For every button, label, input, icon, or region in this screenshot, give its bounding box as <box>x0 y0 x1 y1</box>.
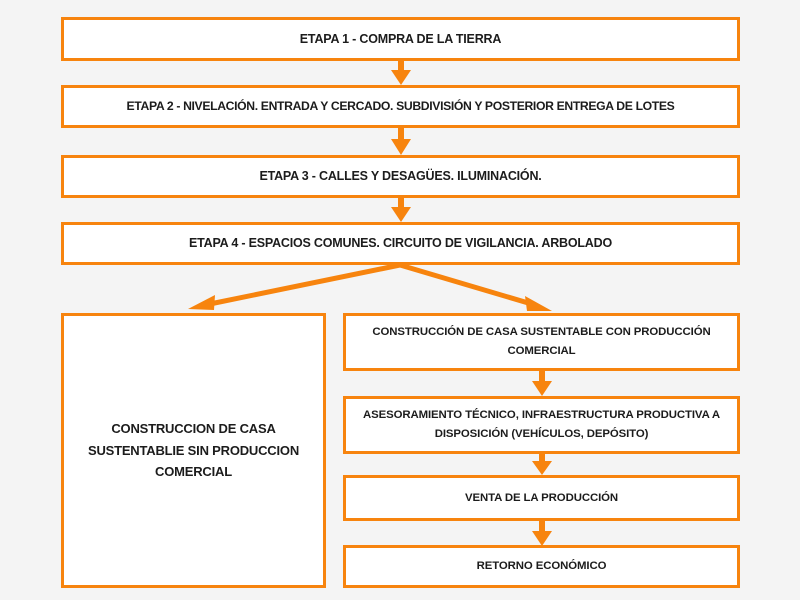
arrow-stage4-to-left-branch-icon <box>188 262 401 310</box>
arrow-right2-to-right3-icon <box>532 451 552 475</box>
right-branch-3-label: VENTA DE LA PRODUCCIÓN <box>464 491 619 504</box>
right-branch-box-1[interactable]: CONSTRUCCIÓN DE CASA SUSTENTABLE CON PRO… <box>343 313 740 371</box>
stage-3-label: ETAPA 3 - CALLES Y DESAGÜES. ILUMINACIÓN… <box>259 169 542 184</box>
right-branch-box-2[interactable]: ASESORAMIENTO TÉCNICO, INFRAESTRUCTURA P… <box>343 396 740 454</box>
right-branch-box-4[interactable]: RETORNO ECONÓMICO <box>343 545 740 588</box>
stage-box-2[interactable]: ETAPA 2 - NIVELACIÓN. ENTRADA Y CERCADO.… <box>61 85 740 128</box>
arrow-right1-to-right2-icon <box>532 368 552 396</box>
stage-1-label: ETAPA 1 - COMPRA DE LA TIERRA <box>299 31 502 46</box>
stage-2-label: ETAPA 2 - NIVELACIÓN. ENTRADA Y CERCADO.… <box>126 98 675 113</box>
arrow-stage4-to-right-branch-icon <box>399 262 552 311</box>
arrow-stage3-to-stage4-icon <box>391 195 411 222</box>
arrow-stage1-to-stage2-icon <box>391 58 411 85</box>
left-branch-box[interactable]: CONSTRUCCION DE CASA SUSTENTABLIE SIN PR… <box>61 313 326 588</box>
right-branch-2-label: ASESORAMIENTO TÉCNICO, INFRAESTRUCTURA P… <box>362 408 721 440</box>
right-branch-1-label: CONSTRUCCIÓN DE CASA SUSTENTABLE CON PRO… <box>372 325 711 357</box>
stage-box-4[interactable]: ETAPA 4 - ESPACIOS COMUNES. CIRCUITO DE … <box>61 222 740 265</box>
stage-box-3[interactable]: ETAPA 3 - CALLES Y DESAGÜES. ILUMINACIÓN… <box>61 155 740 198</box>
left-branch-label: CONSTRUCCION DE CASA SUSTENTABLIE SIN PR… <box>87 421 300 480</box>
right-branch-4-label: RETORNO ECONÓMICO <box>476 560 607 573</box>
branch-arrows-group <box>188 262 552 311</box>
arrow-stage2-to-stage3-icon <box>391 125 411 155</box>
stage-box-1[interactable]: ETAPA 1 - COMPRA DE LA TIERRA <box>61 17 740 61</box>
stage-4-label: ETAPA 4 - ESPACIOS COMUNES. CIRCUITO DE … <box>189 236 612 251</box>
right-branch-box-3[interactable]: VENTA DE LA PRODUCCIÓN <box>343 475 740 521</box>
